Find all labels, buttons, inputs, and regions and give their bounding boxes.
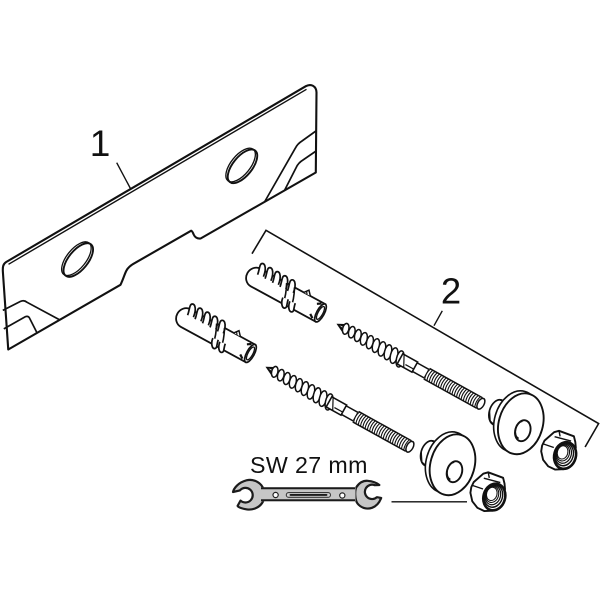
svg-text:2: 2	[441, 271, 461, 312]
svg-text:SW 27 mm: SW 27 mm	[250, 452, 368, 478]
svg-text:1: 1	[90, 123, 111, 164]
